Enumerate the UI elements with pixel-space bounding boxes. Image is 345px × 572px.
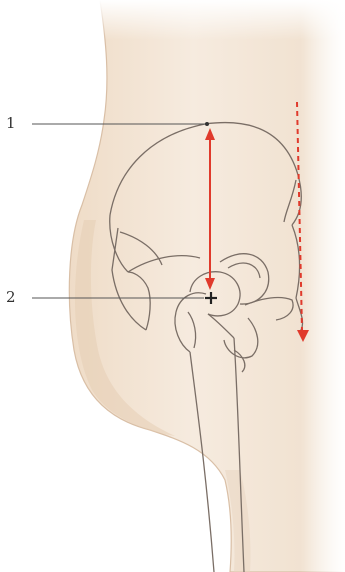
callout-label-1: 1 bbox=[6, 116, 16, 131]
fade-right bbox=[300, 0, 345, 572]
callout-label-2: 2 bbox=[6, 290, 16, 305]
point-1-dot bbox=[205, 122, 209, 126]
fade-top bbox=[80, 0, 345, 40]
